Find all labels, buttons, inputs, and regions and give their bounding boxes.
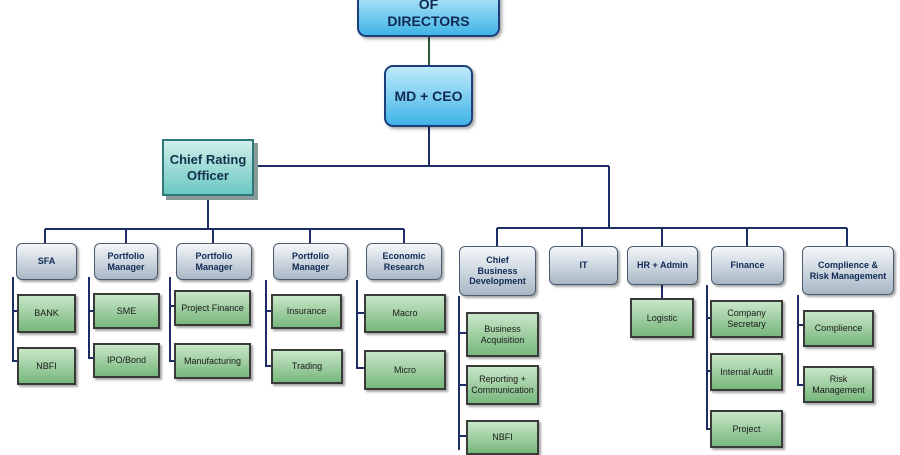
unit-ipo-bond: IPO/Bond (93, 343, 160, 378)
unit-nbfi-business: NBFI (466, 420, 539, 455)
connector-cr-units (797, 295, 803, 386)
connector-pm3-units (265, 280, 271, 367)
unit-insurance: Insurance (271, 294, 342, 329)
unit-reporting-communication: Reporting + Communication (466, 365, 539, 405)
unit-compliance: Complience (803, 310, 874, 347)
connector-cbd-units (458, 296, 466, 450)
unit-logistic: Logistic (630, 298, 694, 338)
division-chief-business-development: Chief Business Development (459, 246, 536, 296)
connector-fin-units (706, 285, 710, 430)
unit-macro: Macro (364, 294, 446, 333)
board-of-directors-box: OF DIRECTORS (357, 0, 500, 37)
connector-er-units (356, 280, 364, 369)
division-hr-admin: HR + Admin (627, 246, 698, 285)
division-finance: Finance (711, 246, 784, 285)
connector-pm1-units (88, 277, 93, 359)
unit-project: Project (710, 410, 783, 448)
unit-manufacturing: Manufacturing (174, 343, 251, 379)
division-it: IT (549, 246, 618, 285)
unit-bank: BANK (17, 294, 76, 333)
unit-business-acquisition: Business Acquisition (466, 312, 539, 357)
division-economic-research: Economic Research (366, 243, 442, 280)
unit-company-secretary: Company Secretary (710, 300, 783, 338)
unit-sme: SME (93, 293, 160, 329)
unit-micro: Micro (364, 350, 446, 390)
division-sfa: SFA (16, 243, 77, 280)
unit-internal-audit: Internal Audit (710, 353, 783, 391)
division-compliance-risk-management: Complience & Risk Management (802, 246, 894, 295)
unit-nbfi: NBFI (17, 347, 76, 385)
division-portfolio-manager-1: Portfolio Manager (94, 243, 158, 280)
division-portfolio-manager-3: Portfolio Manager (273, 243, 348, 280)
unit-risk-management: Risk Management (803, 366, 874, 403)
connector-pm2-units (169, 277, 174, 362)
connector-sfa-units (12, 277, 17, 362)
unit-trading: Trading (271, 349, 343, 384)
md-ceo-box: MD + CEO (384, 65, 473, 127)
unit-project-finance: Project Finance (174, 290, 251, 326)
division-portfolio-manager-2: Portfolio Manager (176, 243, 252, 280)
chief-rating-officer-box: Chief Rating Officer (162, 139, 254, 196)
